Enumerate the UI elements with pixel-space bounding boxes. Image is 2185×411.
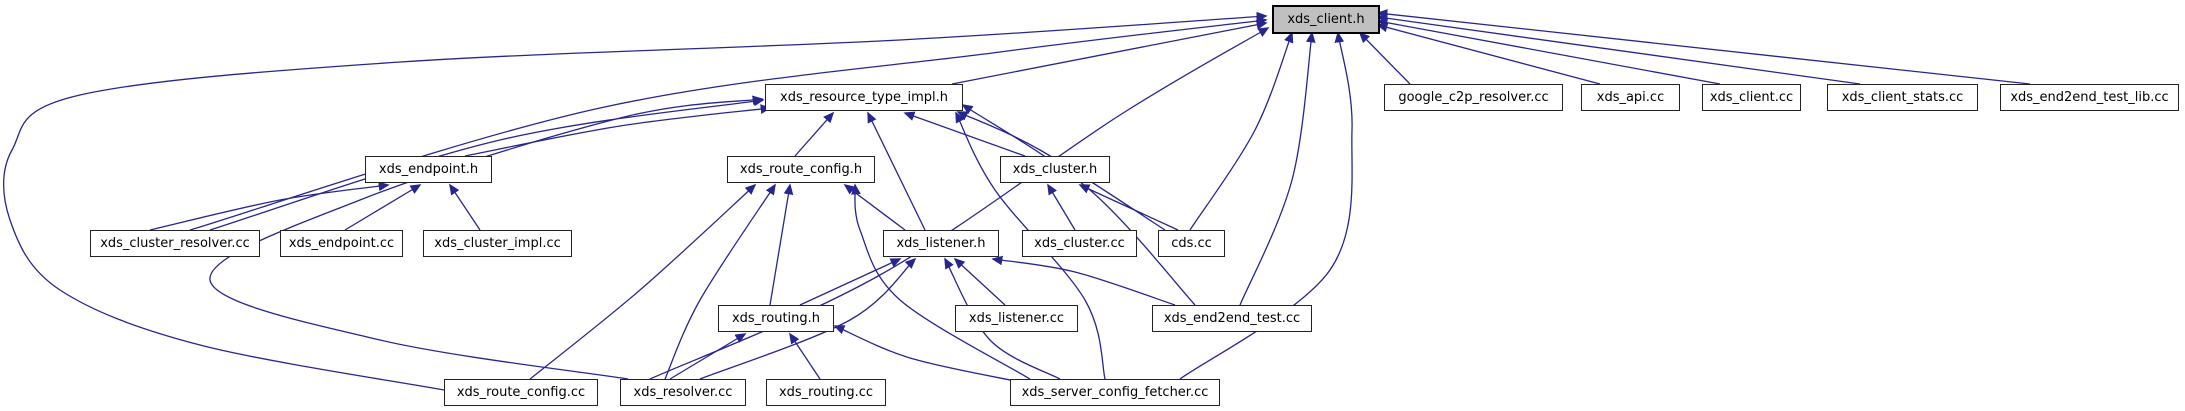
graph-node-xds_route_config_h[interactable]: xds_route_config.h [727, 156, 875, 183]
edge-xds_route_config_cc-to-xds_client_h [3, 11, 1268, 391]
edge-xds_resolver_cc-to-xds_listener_h [699, 257, 917, 380]
edge-xds_end2end_test_cc-to-xds_listener_h [991, 255, 1176, 306]
graph-node-xds_end2end_test_lib_cc[interactable]: xds_end2end_test_lib.cc [2000, 84, 2179, 111]
graph-node-xds_endpoint_cc[interactable]: xds_endpoint.cc [280, 230, 403, 257]
graph-node-xds_end2end_test_cc[interactable]: xds_end2end_test.cc [1152, 305, 1312, 332]
graph-node-google_c2p_resolver_cc[interactable]: google_c2p_resolver.cc [1384, 84, 1563, 111]
edge-xds_resource_type_impl_h-to-xds_client_h [951, 20, 1268, 85]
edge-xds_cluster_resolver_cc-to-xds_client_h [189, 16, 1268, 231]
edge-xds_listener_cc-to-xds_listener_h [953, 257, 1006, 306]
edge-xds_routing_h-to-xds_route_config_h [769, 183, 794, 306]
edge-xds_listener_h-to-xds_resource_type_impl_h [867, 111, 926, 231]
edge-xds_server_config_fetcher_cc-to-xds_listener_h [944, 257, 1061, 380]
edge-xds_route_config_h-to-xds_resource_type_impl_h [794, 111, 835, 157]
edge-xds_server_config_fetcher_cc-to-xds_route_config_h [851, 183, 1031, 380]
graph-node-xds_listener_h[interactable]: xds_listener.h [883, 230, 999, 257]
edge-xds_routing_h-to-xds_listener_h [799, 258, 902, 306]
edge-xds_endpoint_cc-to-xds_endpoint_h [344, 184, 422, 231]
edge-xds_api_cc-to-xds_client_h [1376, 22, 1601, 85]
edge-xds_routing_cc-to-xds_routing_h [789, 332, 821, 380]
edge-xds_cluster_impl_cc-to-xds_endpoint_h [449, 183, 481, 231]
edge-xds_server_config_fetcher_cc-to-xds_client_h [1179, 31, 1353, 380]
graph-node-xds_api_cc[interactable]: xds_api.cc [1581, 84, 1680, 111]
graph-node-xds_routing_h[interactable]: xds_routing.h [718, 305, 834, 332]
edge-xds_resolver_cc-to-xds_client_h [649, 27, 1270, 380]
graph-node-cds_cc[interactable]: cds.cc [1158, 230, 1225, 257]
graph-node-xds_server_config_fetcher_cc[interactable]: xds_server_config_fetcher.cc [1010, 379, 1220, 406]
graph-node-xds_client_stats_cc[interactable]: xds_client_stats.cc [1827, 84, 1978, 111]
graph-node-xds_resource_type_impl_h[interactable]: xds_resource_type_impl.h [765, 84, 963, 111]
edge-xds_client_cc-to-xds_client_h [1376, 17, 1721, 85]
edge-xds_server_config_fetcher_cc-to-xds_routing_h [833, 325, 1021, 383]
edge-xds_cluster_cc-to-xds_cluster_h [1047, 183, 1076, 231]
edge-cds_cc-to-xds_cluster_h [1078, 184, 1179, 231]
edge-xds_endpoint_h-to-xds_resource_type_impl_h [464, 104, 772, 157]
edge-cds_cc-to-xds_client_h [1189, 31, 1294, 231]
edge-google_c2p_resolver_cc-to-xds_client_h [1358, 31, 1411, 85]
graph-node-xds_endpoint_h[interactable]: xds_endpoint.h [365, 156, 492, 183]
edge-xds_route_config_cc-to-xds_route_config_h [529, 183, 757, 380]
graph-node-xds_client_h: xds_client.h [1272, 5, 1380, 34]
edge-xds_client_stats_cc-to-xds_client_h [1376, 13, 1861, 85]
graph-node-xds_resolver_cc[interactable]: xds_resolver.cc [620, 379, 746, 406]
edge-cds_cc-to-xds_resource_type_impl_h [956, 111, 1166, 231]
edge-xds_resolver_cc-to-xds_routing_h [669, 333, 747, 380]
graph-node-xds_client_cc[interactable]: xds_client.cc [1702, 84, 1801, 111]
edge-xds_end2end_test_cc-to-xds_client_h [1239, 31, 1316, 306]
graph-node-xds_listener_cc[interactable]: xds_listener.cc [955, 305, 1078, 332]
graph-node-xds_cluster_h[interactable]: xds_cluster.h [1000, 156, 1110, 183]
graph-node-xds_route_config_cc[interactable]: xds_route_config.cc [444, 379, 598, 406]
edge-xds_end2end_test_lib_cc-to-xds_client_h [1376, 9, 2031, 85]
graph-node-xds_routing_cc[interactable]: xds_routing.cc [766, 379, 886, 406]
graph-node-xds_cluster_cc[interactable]: xds_cluster.cc [1022, 230, 1137, 257]
edge-xds_cluster_resolver_cc-to-xds_endpoint_h [149, 181, 390, 231]
edge-xds_cluster_resolver_cc-to-xds_resource_type_impl_h [209, 96, 765, 231]
graph-node-xds_cluster_impl_cc[interactable]: xds_cluster_impl.cc [423, 230, 572, 257]
edge-xds_resolver_cc-to-xds_route_config_h [664, 183, 776, 380]
graph-node-xds_cluster_resolver_cc[interactable]: xds_cluster_resolver.cc [90, 230, 260, 257]
